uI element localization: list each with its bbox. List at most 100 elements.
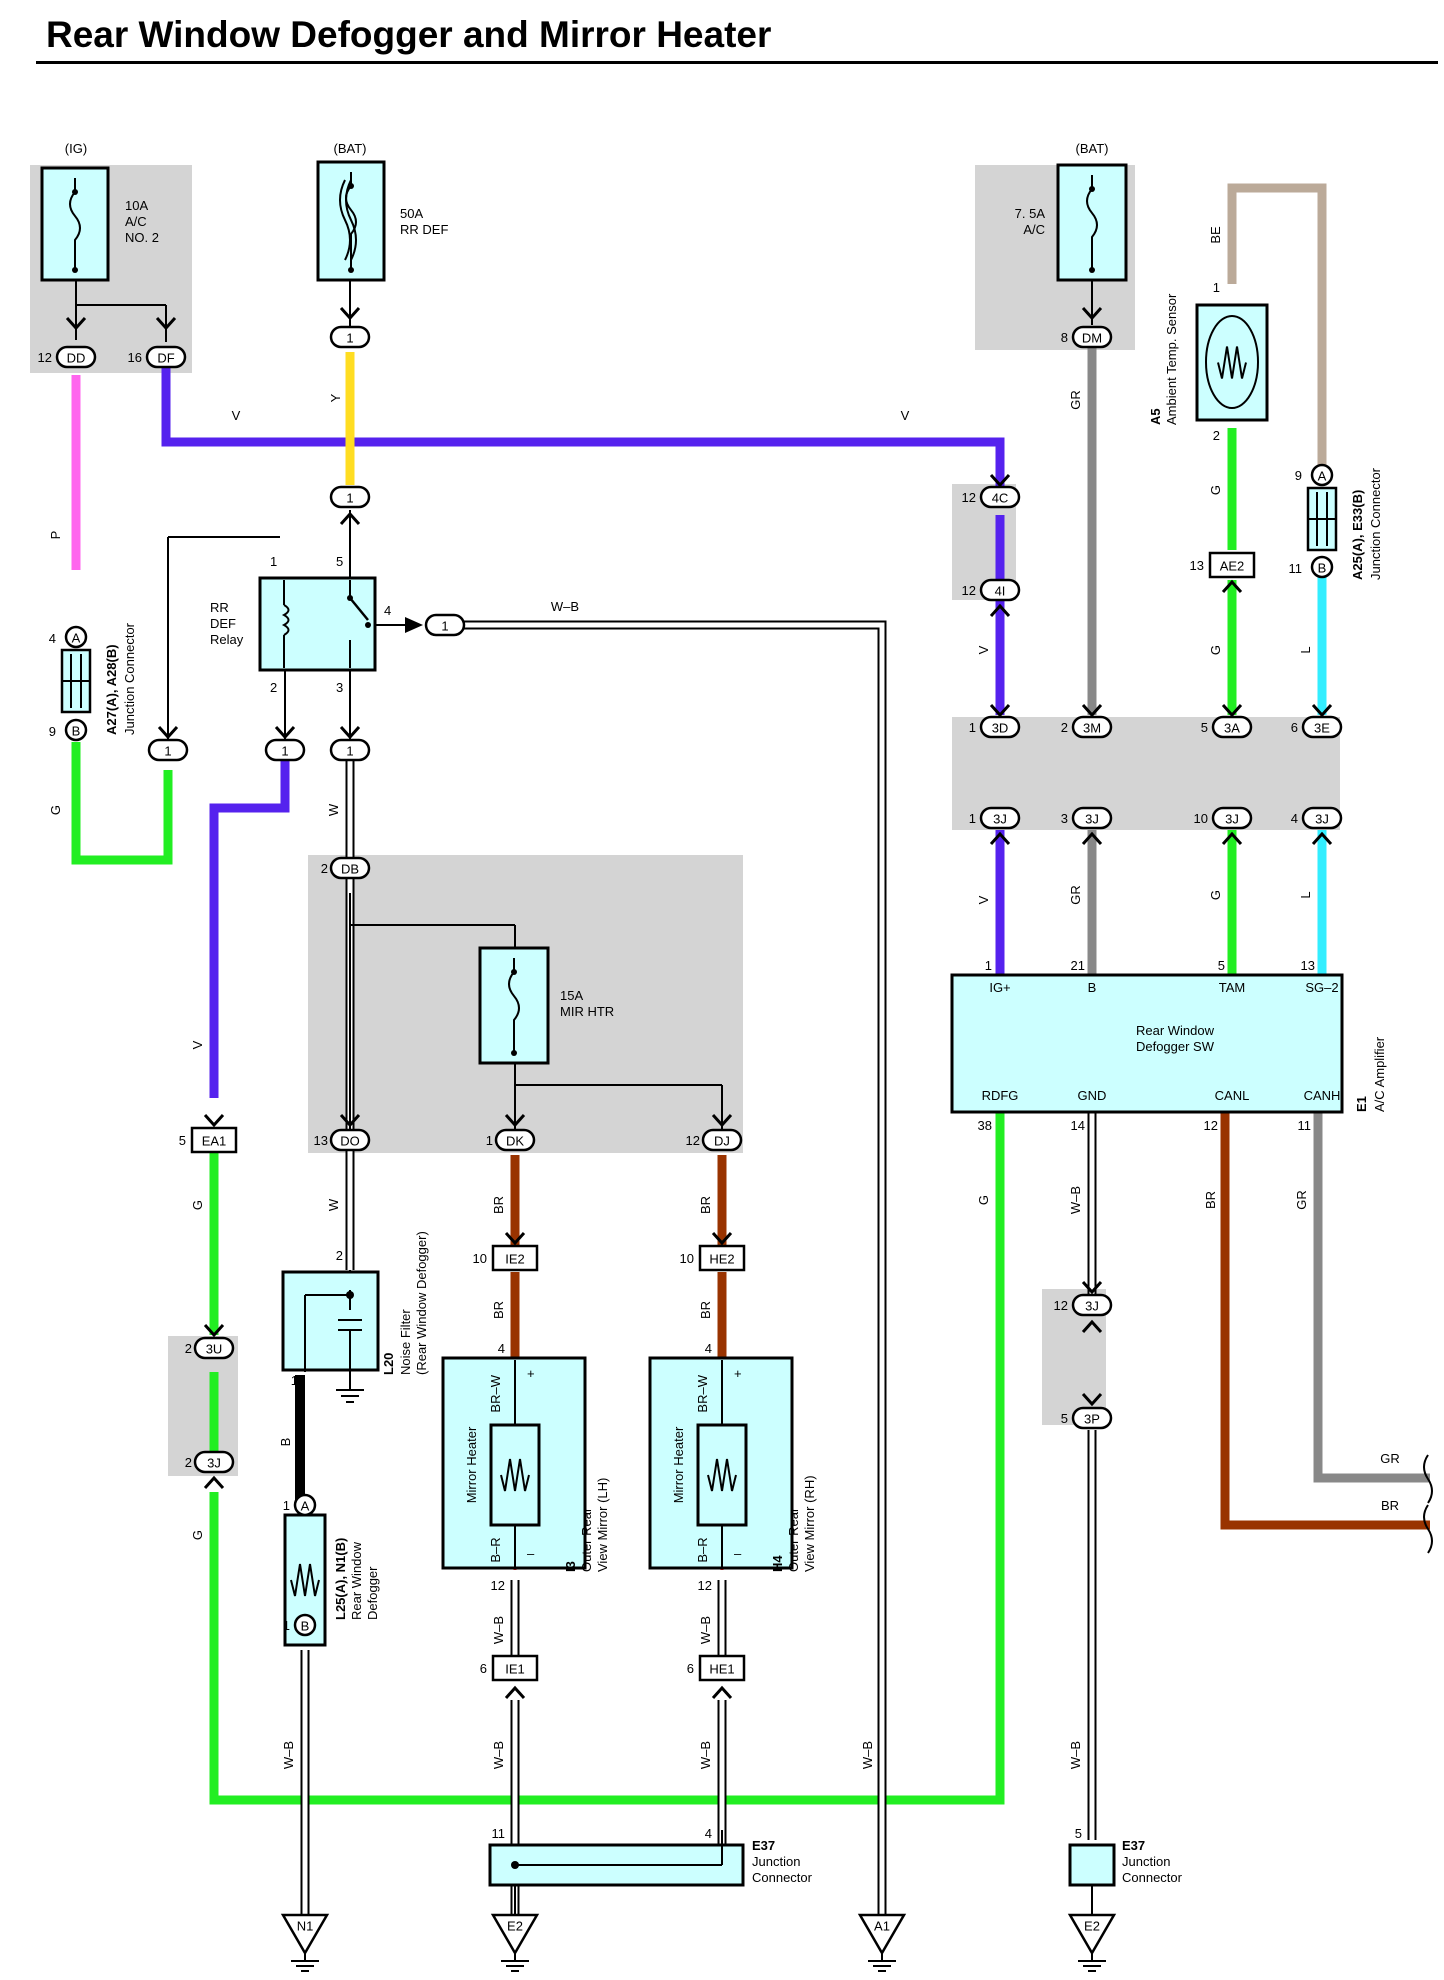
conn-df <box>145 345 187 369</box>
pin-num: 11 <box>1289 561 1303 576</box>
wire-br-canl <box>1220 1112 1430 1530</box>
label-i3: View Mirror (LH) <box>595 1478 610 1572</box>
arrow-down <box>155 316 177 331</box>
ambient-temp-sensor <box>1195 303 1269 422</box>
wire-code: W–B <box>1068 1186 1083 1214</box>
arrow-down <box>989 703 1011 718</box>
conn-3j-6-label: 3J <box>1085 1299 1099 1314</box>
wire-w-b-relay-inner <box>445 622 885 1930</box>
wire-code: W–B <box>698 1741 713 1769</box>
wire-code: BR <box>698 1196 713 1214</box>
conn-he1 <box>698 1654 746 1682</box>
pin-num: 11 <box>1298 1118 1312 1133</box>
conn-3p-label: 3P <box>1084 1412 1100 1427</box>
arrow-down <box>504 1231 526 1246</box>
fuse-ac-no2-element <box>69 178 81 270</box>
pin-num: 12 <box>1054 1298 1068 1313</box>
amp-terminal-bottom: GND <box>1078 1088 1107 1103</box>
arrow-up <box>1221 579 1243 594</box>
fuse-ac-dot <box>1089 186 1095 192</box>
arrow-down <box>339 725 361 740</box>
conn-3j-6 <box>1071 1293 1113 1317</box>
conn-4i-label: 4I <box>995 584 1006 599</box>
ground-a1 <box>857 1913 907 1956</box>
arrow-down <box>203 1113 225 1128</box>
relay-switch-arm <box>349 597 369 621</box>
plus-sign: + <box>734 1366 742 1381</box>
wire-code: BR <box>698 1301 713 1319</box>
amp-terminal-top: B <box>1088 980 1097 995</box>
pin-num: 6 <box>480 1661 487 1676</box>
amp-center-label: Rear Window <box>1136 1023 1215 1038</box>
mirror-heater-rh <box>696 1423 748 1527</box>
wire-code: G <box>190 1200 205 1210</box>
wire-code: G <box>190 1530 205 1540</box>
wire-code: P <box>48 531 63 540</box>
arrow-up <box>1221 831 1243 846</box>
relay-pin: 3 <box>336 680 343 695</box>
pin-num: 4 <box>705 1826 712 1841</box>
conn-3u-label: 3U <box>206 1342 223 1357</box>
wire-code: V <box>976 645 991 654</box>
arrow-up <box>989 603 1011 618</box>
label-h4: H4 <box>770 1555 785 1572</box>
fuse-ac-element <box>1086 175 1098 270</box>
arrow-up <box>1311 831 1333 846</box>
conn-dj-label: DJ <box>714 1134 730 1149</box>
arrow-down <box>274 725 296 740</box>
conn-dj <box>701 1128 743 1152</box>
conn-3j-1 <box>979 806 1021 830</box>
conn-3j-3 <box>1211 806 1253 830</box>
pin-num: 13 <box>1190 558 1204 573</box>
wire-code: BR–W <box>488 1374 503 1412</box>
wire-code: W–B <box>1068 1741 1083 1769</box>
conn-do-label: DO <box>340 1134 360 1149</box>
pin-num: 1 <box>291 1373 298 1388</box>
relay-pin: 2 <box>270 680 277 695</box>
arrow-down <box>711 1231 733 1246</box>
amp-terminal-bottom: CANL <box>1215 1088 1250 1103</box>
arrow-up <box>504 1685 526 1700</box>
ambient-temp-sensor-zigzag <box>1217 346 1247 379</box>
pin-num: 13 <box>314 1133 328 1148</box>
pin-n1-b-label: B <box>301 1619 310 1634</box>
label-a5: A5 <box>1148 408 1163 425</box>
fuse-ac-no2-name: A/C <box>125 214 147 229</box>
fuse-rr-def-name: RR DEF <box>400 222 448 237</box>
conn-1-relay2-label: 1 <box>281 744 288 759</box>
conn-3m-label: 3M <box>1083 721 1101 736</box>
conn-ae2 <box>1208 551 1256 579</box>
label-a25: Junction Connector <box>1368 467 1383 580</box>
fuse-rr-def-fusible <box>339 179 357 261</box>
ground-e2-left-label: E2 <box>507 1919 523 1934</box>
wire-g-bottom <box>209 1112 1005 1805</box>
conn-1-relay3 <box>329 738 371 762</box>
fuse-mir-name: MIR HTR <box>560 1004 614 1019</box>
arrow-up <box>1081 831 1103 846</box>
conn-dm-label: DM <box>1082 331 1102 346</box>
label-e37-left: Connector <box>752 1870 813 1885</box>
label-e1: A/C Amplifier <box>1372 1036 1387 1112</box>
amp-terminal-bottom: CANH <box>1304 1088 1341 1103</box>
conn-3j-3-label: 3J <box>1225 812 1239 827</box>
conn-4c-label: 4C <box>992 491 1009 506</box>
wire-code: BR–W <box>695 1374 710 1412</box>
amp-terminal-top: SG–2 <box>1305 980 1338 995</box>
conn-1-relay1 <box>147 738 189 762</box>
ground-a1-label: A1 <box>874 1919 890 1934</box>
wire-code: W–B <box>281 1741 296 1769</box>
wire-code: GR <box>1380 1451 1400 1466</box>
pin-num: 8 <box>1061 330 1068 345</box>
arrow-down <box>203 1323 225 1338</box>
wire-code: W–B <box>551 599 579 614</box>
label-a27: Junction Connector <box>122 622 137 735</box>
arrow-down <box>989 473 1011 488</box>
pin-num: 2 <box>336 1248 343 1263</box>
conn-1-relay5 <box>329 485 371 509</box>
wire-break-mark <box>1423 1504 1433 1554</box>
wire-code: BR <box>1203 1191 1218 1209</box>
conn-3p <box>1071 1406 1113 1430</box>
e37-right <box>1068 1843 1116 1887</box>
conn-1-relay1-label: 1 <box>164 744 171 759</box>
mirror-heater-label: Mirror Heater <box>671 1426 686 1503</box>
